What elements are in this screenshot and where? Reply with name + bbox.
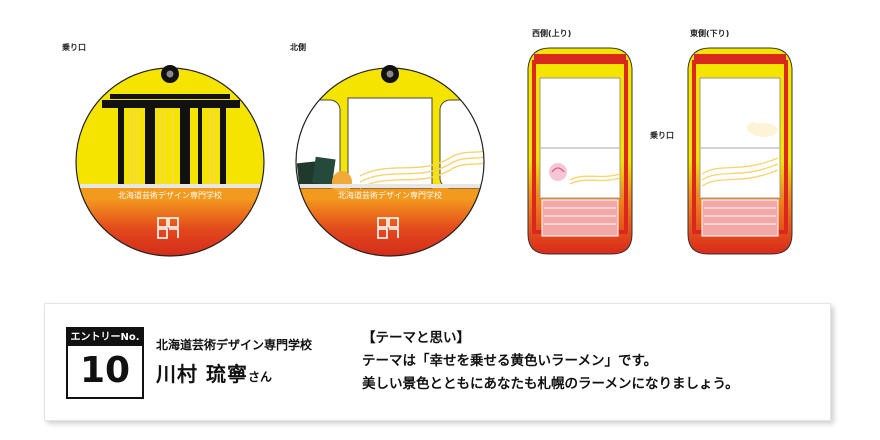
school-name: 北海道芸術デザイン専門学校: [156, 338, 313, 352]
west-view-label: 西側(上り): [532, 29, 572, 38]
gondola-north-view: 北海道芸術デザイン専門学校: [295, 65, 485, 257]
band-text: 北海道芸術デザイン専門学校: [118, 190, 222, 200]
entry-number: 10: [79, 350, 131, 391]
theme-block: 【テーマと思い】 テーマは「幸せを乗せる黄色いラーメン」です。 美しい景色ととも…: [362, 327, 739, 396]
east-view-label: 東側(下り): [690, 29, 730, 38]
gondola-east-view: [687, 47, 793, 255]
band-text: 北海道芸術デザイン専門学校: [338, 190, 442, 200]
side-boarding-label: 乗り口: [650, 131, 674, 140]
theme-line-1: テーマは「幸せを乗せる黄色いラーメン」です。: [362, 353, 658, 369]
gondola-west-view: [527, 47, 633, 255]
entry-card: [44, 303, 831, 421]
designer-name: 川村 琉寧さん: [156, 358, 272, 387]
entry-number-box: エントリーNo. 10: [66, 327, 144, 399]
gondola-boarding-view: 北海道芸術デザイン専門学校: [75, 65, 265, 257]
theme-heading: 【テーマと思い】: [362, 330, 470, 346]
boarding-view-label: 乗り口: [62, 43, 86, 52]
designer-name-text: 川村 琉寧: [156, 362, 248, 386]
designer-honorific: さん: [247, 370, 272, 384]
theme-line-2: 美しい景色とともにあなたも札幌のラーメンになりましょう。: [362, 376, 739, 392]
entry-header: エントリーNo.: [68, 329, 142, 346]
north-view-label: 北側: [290, 43, 306, 52]
